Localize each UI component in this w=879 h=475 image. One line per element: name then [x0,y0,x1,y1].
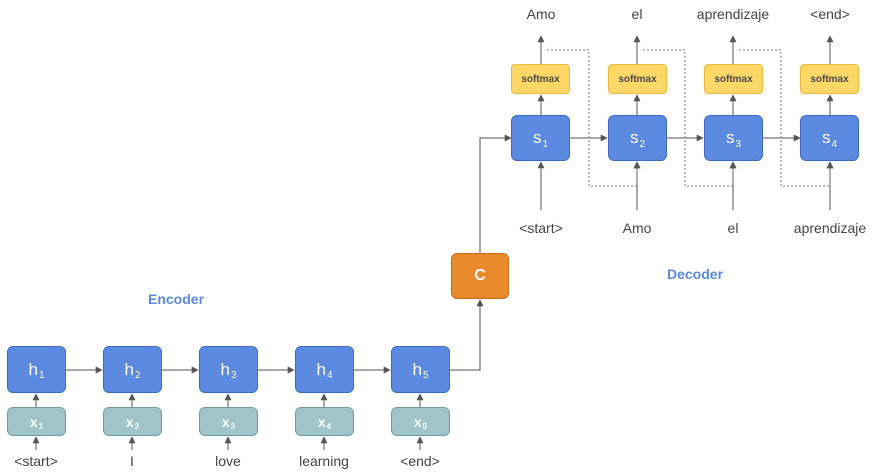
flow-arrow-16 [479,134,512,253]
s2-letter: s [629,128,639,147]
s4-letter: s [821,128,831,147]
decoder-output-1: Amo [526,6,556,22]
feedback-arrow-33 [643,49,737,187]
h5-letter: h [412,359,422,379]
decoder-input-2: Amo [622,220,652,236]
decoder-output-2: el [631,6,643,22]
h2-sub: 2 [134,370,141,381]
x1-sub: 1 [38,422,44,431]
decoder-input-1: <start> [519,220,563,236]
softmax-4: softmax [800,64,859,94]
s3-letter: s [725,128,735,147]
s2-sub: 2 [639,138,646,150]
h1-letter: h [28,359,38,379]
x2-letter: x [125,413,134,430]
encoder-label: Encoder [148,291,205,307]
x3-sub: 3 [230,422,236,431]
flow-arrow-15 [450,299,484,371]
decoder-output-4: <end> [810,6,850,22]
s1-sub: 1 [542,138,549,150]
feedback-arrow-32 [547,49,641,187]
h5-sub: 5 [422,370,429,381]
h4-sub: 4 [326,370,333,381]
decoder-output-3: aprendizaje [696,6,770,22]
x1-letter: x [29,413,38,430]
softmax-1: softmax [511,64,570,94]
softmax-3: softmax [704,64,763,94]
x2-sub: 2 [134,422,140,431]
x4-letter: x [317,413,326,430]
softmax-2: softmax [608,64,667,94]
x4-sub: 4 [326,422,332,431]
encoder-word-5: <end> [400,453,440,469]
s4-sub: 4 [831,138,838,150]
x5-letter: x [413,413,422,430]
encoder-word-4: learning [299,453,349,469]
encoder-word-2: I [130,453,134,469]
s1-letter: s [532,128,542,147]
decoder-label: Decoder [667,266,724,282]
h1-sub: 1 [38,370,45,381]
encoder-word-3: love [215,453,241,469]
s3-sub: 3 [735,138,742,150]
decoder-input-4: aprendizaje [793,220,867,236]
x3-letter: x [221,413,230,430]
context-vector: C [451,253,509,299]
x5-sub: 5 [422,422,428,431]
h2-letter: h [124,359,134,379]
encoder-word-1: <start> [14,453,58,469]
decoder-input-3: el [727,220,739,236]
h3-letter: h [220,359,230,379]
h3-sub: 3 [230,370,237,381]
feedback-arrow-34 [739,49,834,187]
h4-letter: h [316,359,326,379]
context-label: C [474,267,486,284]
